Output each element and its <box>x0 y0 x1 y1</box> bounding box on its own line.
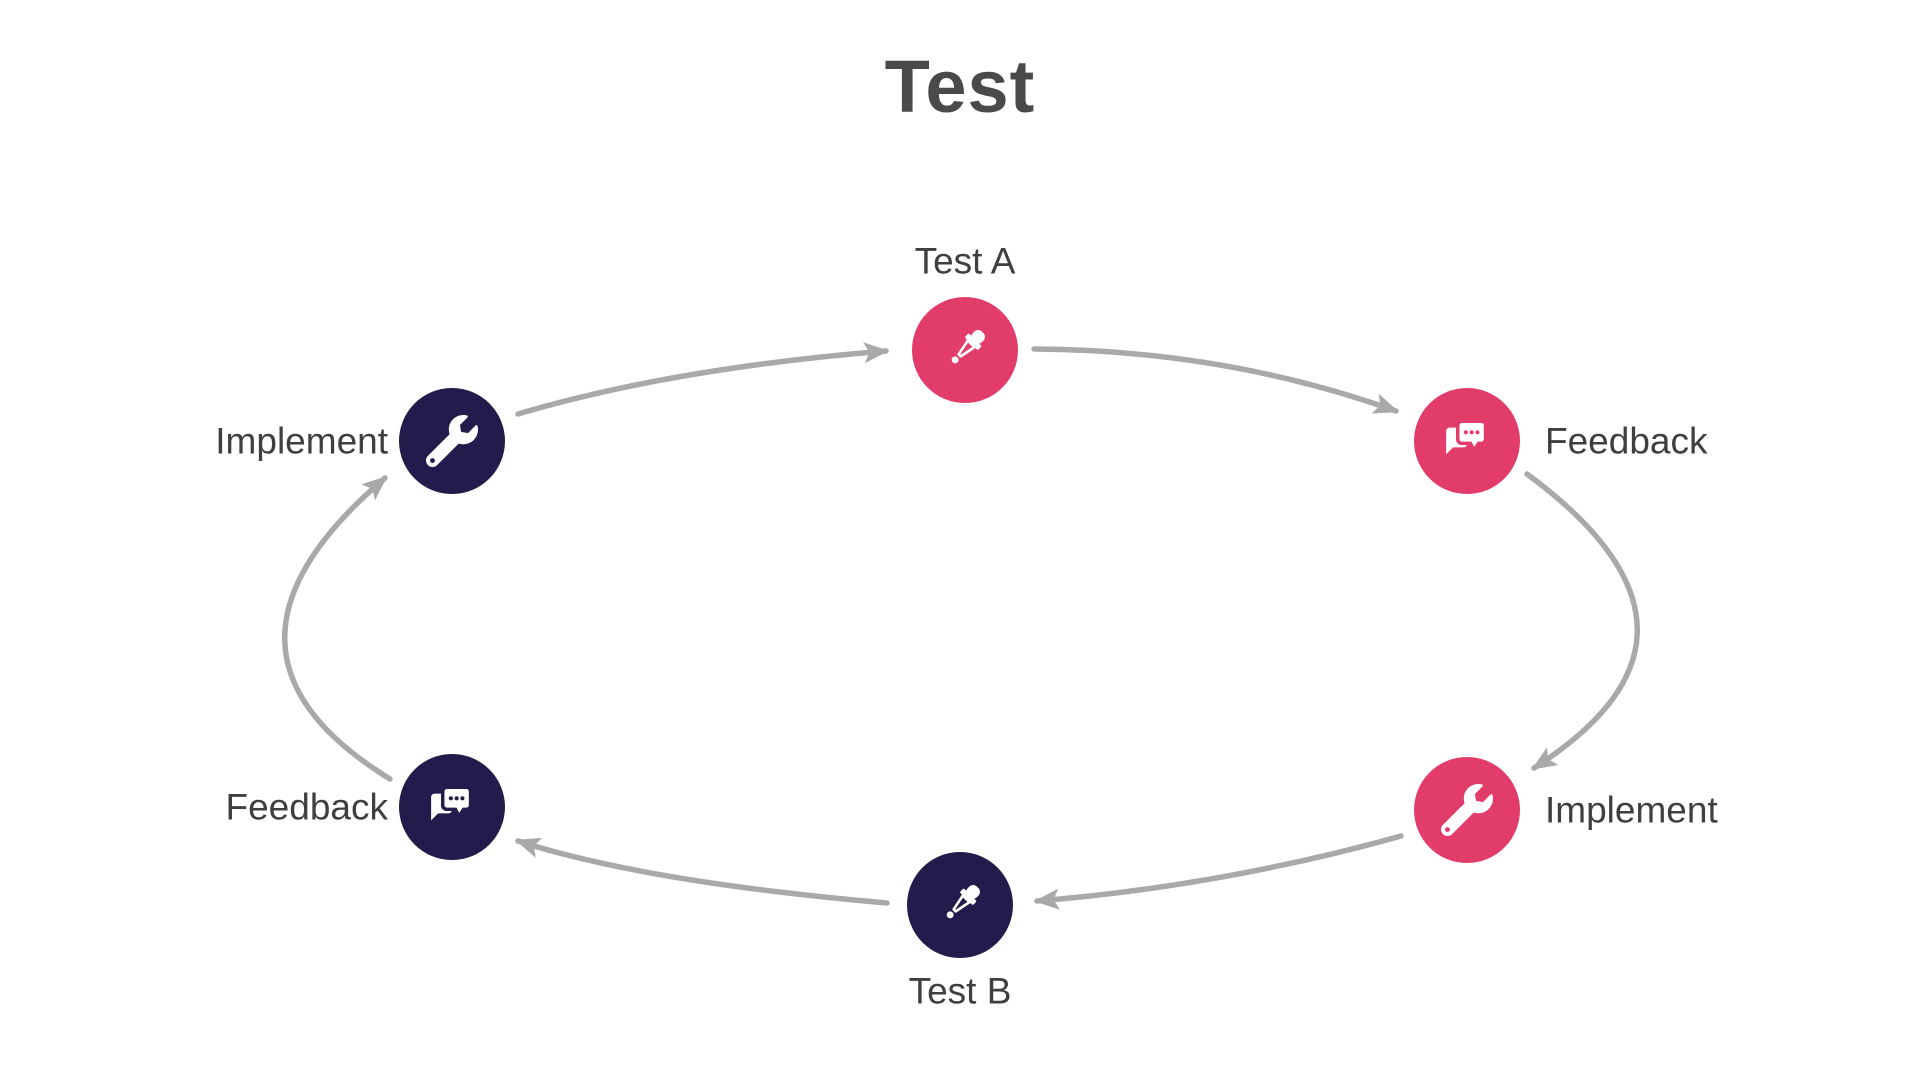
node-label-feedback-right[interactable]: Feedback <box>1545 420 1708 462</box>
eyedropper-icon <box>946 885 980 919</box>
node-label-test-b[interactable]: Test B <box>908 970 1012 1012</box>
wrench-icon <box>426 415 478 467</box>
node-label-implement-left[interactable]: Implement <box>215 420 388 462</box>
wrench-icon <box>1441 784 1493 836</box>
node-label-implement-right[interactable]: Implement <box>1545 789 1718 831</box>
node-circle-test-b[interactable] <box>907 852 1013 958</box>
diagram-title[interactable]: Test <box>884 45 1036 128</box>
node-label-feedback-left[interactable]: Feedback <box>225 786 389 828</box>
eyedropper-icon <box>951 330 985 364</box>
arrow-implement-right-to-test-b <box>1033 833 1404 910</box>
node-circle-implement-left[interactable] <box>399 388 505 494</box>
node-circle-feedback-left[interactable] <box>399 754 505 860</box>
arrow-feedback-right-to-implement-right <box>1524 471 1640 771</box>
arrow-test-a-to-feedback-right <box>1031 346 1399 414</box>
comments-icon <box>431 785 473 821</box>
node-circle-implement-right[interactable] <box>1414 757 1520 863</box>
arrow-implement-left-to-test-a <box>515 342 890 417</box>
arrow-test-b-to-feedback-left <box>514 837 890 906</box>
comments-icon <box>1446 419 1488 455</box>
arrow-feedback-left-to-implement-left <box>282 475 393 782</box>
node-circle-feedback-right[interactable] <box>1414 388 1520 494</box>
node-circle-test-a[interactable] <box>912 297 1018 403</box>
node-label-test-a[interactable]: Test A <box>914 240 1016 282</box>
